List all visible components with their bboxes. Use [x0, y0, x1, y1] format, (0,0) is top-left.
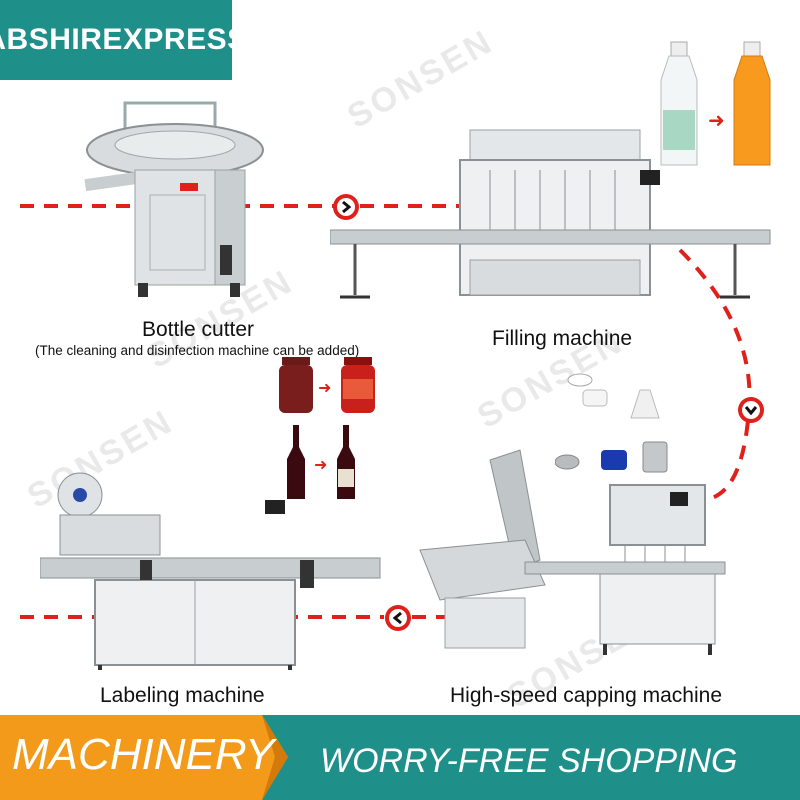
- footer-machinery: MACHINERY: [12, 730, 275, 779]
- labeling-machine: [40, 472, 381, 670]
- arrow-left-icon: [385, 605, 411, 631]
- arrow-right-icon: ➜: [708, 110, 725, 132]
- footer-right-bar: [262, 715, 800, 800]
- jar-after-icon: [341, 357, 375, 413]
- footer-left-bar: [0, 715, 288, 800]
- brand-badge: ABSHIREXPRESS: [0, 0, 247, 80]
- arrow-down-icon: [738, 397, 764, 423]
- bottle-cutter-machine: [84, 101, 264, 297]
- jar-before-icon: [279, 357, 313, 413]
- arrow-right-icon: ➜: [314, 457, 328, 474]
- footer-worry-free: WORRY-FREE SHOPPING: [320, 742, 738, 780]
- bottle-cutter-note: (The cleaning and disinfection machine c…: [35, 343, 360, 358]
- labeling-machine-label: Labeling machine: [100, 684, 265, 707]
- bottle-before-icon: [660, 41, 698, 166]
- bottle-cutter-label: Bottle cutter: [142, 318, 255, 341]
- capping-machine-label: High-speed capping machine: [450, 684, 723, 707]
- filling-machine: [330, 129, 771, 299]
- caps-icon: [555, 373, 668, 473]
- wine-bottle-before-icon: [287, 425, 305, 499]
- arrow-right-icon: [333, 194, 359, 220]
- bottle-after-icon: [733, 41, 771, 166]
- filling-machine-label: Filling machine: [492, 327, 633, 350]
- wine-bottle-after-icon: [337, 425, 355, 499]
- capping-machine: [419, 449, 726, 655]
- arrow-right-icon: ➜: [318, 380, 332, 397]
